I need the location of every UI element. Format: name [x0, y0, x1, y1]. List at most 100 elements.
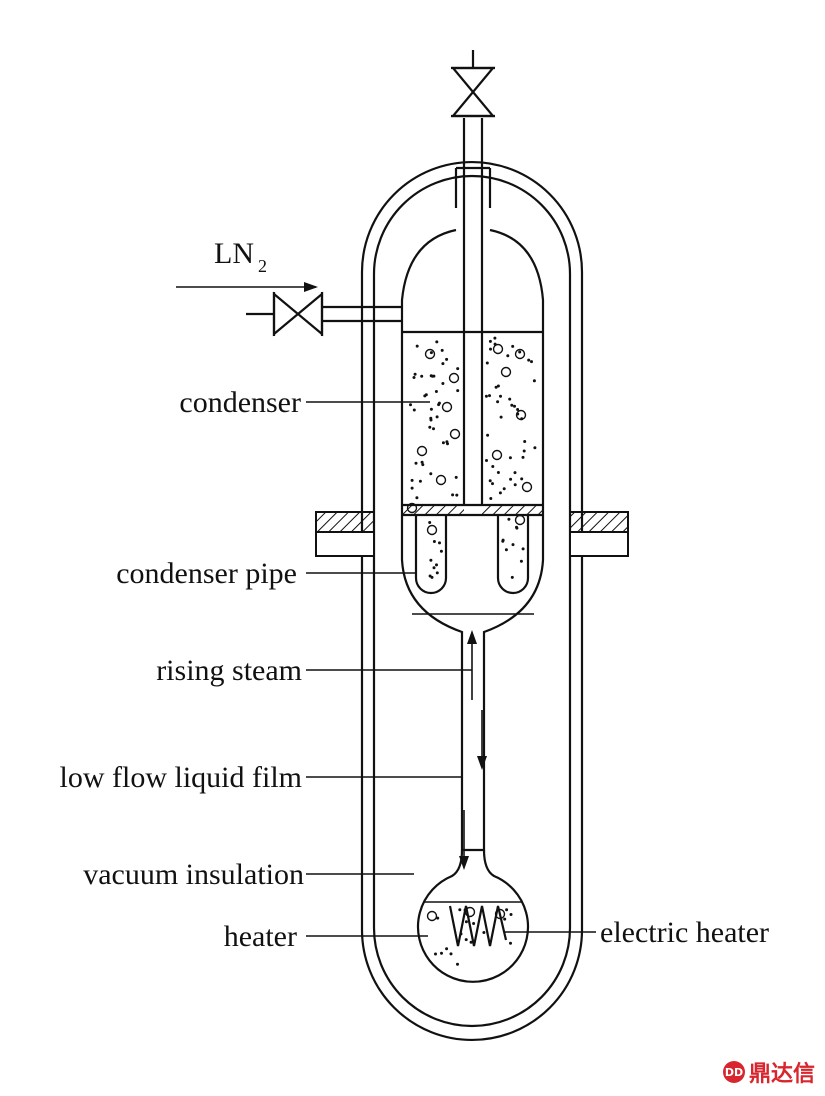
particle [511, 543, 515, 547]
ln2-label: LN [214, 237, 254, 270]
particle [418, 479, 422, 483]
particle [513, 483, 517, 487]
particle [498, 491, 502, 495]
particle [412, 376, 416, 379]
ln2-subscript: 2 [258, 256, 267, 276]
particle [436, 916, 440, 920]
particle [488, 394, 491, 398]
top-valve-icon [450, 50, 496, 118]
condenser-pipe-right [496, 515, 530, 595]
particle [472, 922, 476, 925]
particle [410, 478, 414, 482]
particle [429, 351, 433, 355]
particle [523, 440, 527, 443]
particle [491, 465, 495, 468]
particle [509, 941, 512, 945]
particle [485, 459, 488, 462]
particle [459, 932, 463, 936]
particle [435, 571, 439, 575]
particle [502, 487, 506, 491]
liquid-film-arrowhead-upper-icon [477, 756, 487, 770]
heater-label: heater [224, 920, 297, 953]
bubble [449, 428, 461, 440]
particle [489, 347, 492, 351]
left-flange-hatched [315, 511, 375, 533]
particle [441, 441, 445, 445]
particle [510, 403, 514, 407]
particle [493, 342, 497, 346]
electric-heater-label: electric heater [600, 916, 769, 949]
particle [451, 493, 455, 497]
particle [464, 920, 468, 924]
particle [519, 559, 523, 563]
particle [449, 952, 453, 956]
particle [499, 415, 503, 419]
particle [456, 389, 460, 393]
right-flange [569, 531, 629, 557]
rising-steam-arrowhead-icon [467, 630, 477, 644]
particle [516, 408, 520, 411]
rising-steam-label: rising steam [156, 654, 302, 687]
particle [485, 361, 489, 365]
particle [504, 548, 508, 552]
particle [409, 403, 412, 407]
particle [456, 367, 460, 371]
particle [437, 401, 441, 405]
particle [513, 471, 517, 475]
particle [496, 400, 500, 404]
particle [435, 415, 439, 419]
particle [435, 563, 438, 567]
bubble [416, 445, 428, 457]
particle [435, 340, 439, 344]
outer-jacket-inner-wall [372, 174, 572, 1028]
particle [484, 394, 488, 398]
particle [489, 497, 493, 500]
particle [429, 472, 433, 476]
particle [429, 407, 433, 411]
condenser-vessel-wall [400, 228, 545, 852]
liquid-film-label: low flow liquid film [60, 761, 303, 794]
particle [420, 460, 424, 464]
condenser-pipe-left [414, 515, 448, 595]
particle [488, 479, 492, 483]
particle [509, 477, 513, 481]
particle [532, 379, 536, 383]
particle [414, 461, 418, 465]
particle [415, 496, 419, 500]
plate-hatch-right [482, 505, 543, 515]
particle [415, 344, 419, 348]
condenser-pipe-label: condenser pipe [116, 557, 297, 590]
particle [428, 425, 432, 429]
particle [423, 394, 427, 398]
bubble [500, 366, 512, 378]
plate-hatch-left [402, 505, 464, 515]
particle [432, 540, 436, 543]
bubble [464, 906, 476, 918]
bubble [406, 502, 418, 514]
bubble [426, 910, 438, 922]
particle [505, 908, 509, 912]
particle [507, 517, 511, 521]
particle [496, 471, 500, 474]
condenser-bubbles [406, 343, 533, 922]
bubble [448, 372, 460, 384]
bubble [514, 348, 526, 360]
particle [493, 336, 497, 340]
particle [431, 374, 434, 378]
particle [432, 427, 435, 431]
particle [434, 390, 438, 393]
particle [434, 952, 437, 956]
particle [445, 440, 449, 444]
particle [488, 339, 492, 343]
particle [432, 566, 436, 570]
particle [456, 962, 459, 966]
bubble [492, 343, 504, 355]
particle [508, 397, 512, 401]
particle [429, 416, 433, 420]
bubble [441, 401, 453, 413]
particle [521, 455, 525, 459]
particle [410, 486, 414, 490]
bubble [491, 449, 503, 461]
particle [491, 482, 494, 486]
